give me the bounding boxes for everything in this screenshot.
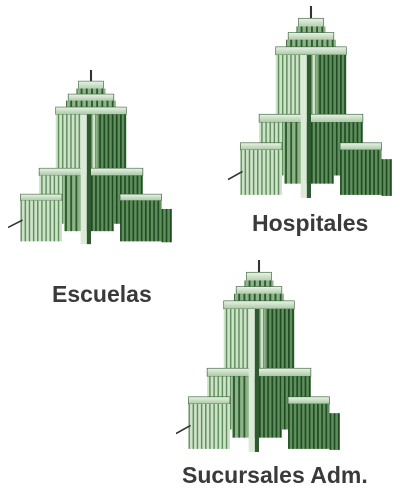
office-building-icon: [228, 6, 393, 199]
office-building-icon: [176, 260, 341, 453]
caption-sucursales-adm: Sucursales Adm.: [182, 462, 368, 488]
caption-hospitales: Hospitales: [252, 210, 369, 236]
office-building-icon: [8, 70, 173, 245]
caption-escuelas: Escuelas: [52, 281, 152, 307]
